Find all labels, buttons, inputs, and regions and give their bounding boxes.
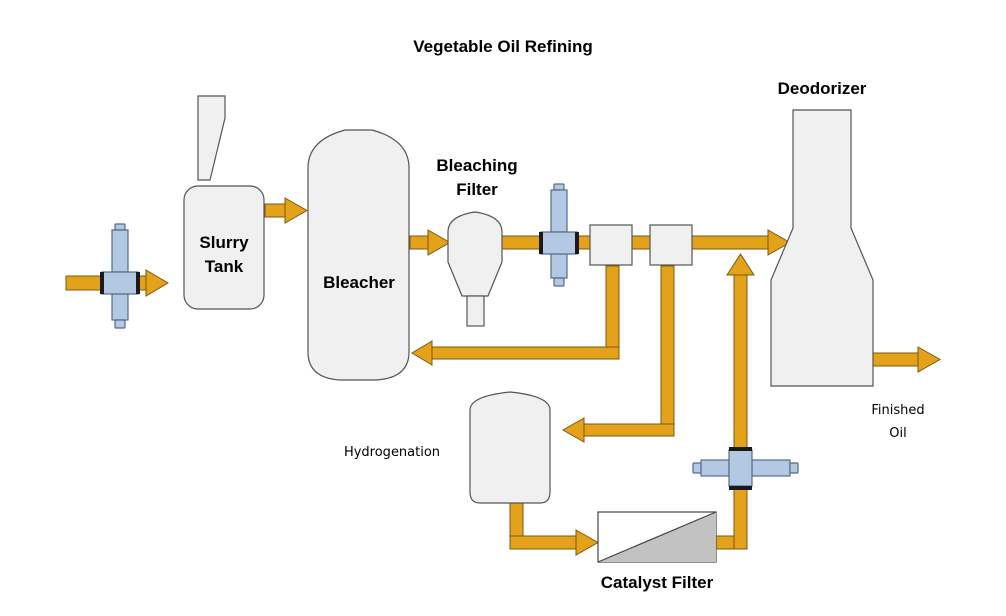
finished-oil-label-line1: Finished [871,403,924,418]
bleacher-to-filter-pipe [409,229,452,256]
hydrogenation-to-catalyst-pipe [509,502,600,556]
catalyst-return-valve [692,447,799,490]
catalyst-filter-label: Catalyst Filter [601,573,714,592]
bleaching-filter-label-line2: Filter [456,180,498,199]
bleaching-filter-label-line1: Bleaching [436,156,517,175]
slurry-tank [183,185,265,310]
slurry-tank-label-line2: Tank [205,257,244,276]
slurry-tank-label-line1: Slurry [199,233,249,252]
finished-oil-label-line2: Oil [889,426,906,441]
deodorizer [770,109,874,387]
bleaching-filter [447,211,503,297]
pipes [65,197,942,556]
hopper [197,95,226,181]
hydrogenation-label: Hydrogenation [344,445,440,460]
catalyst-filter [597,511,717,563]
filter-box-2 [649,224,693,266]
inlet-valve [100,223,140,329]
return-to-bleacher-pipe [411,265,620,366]
finished-oil-pipe [871,346,942,373]
bleacher [307,129,410,381]
catalyst-return-pipe [714,253,755,550]
hydrogenation-vessel [469,391,551,504]
main-line-valve [539,183,579,287]
filter-box-1 [589,224,633,266]
deodorizer-label: Deodorizer [778,79,867,98]
diagram-title: Vegetable Oil Refining [413,37,592,56]
bleaching-filter-outlet [466,295,485,327]
slurry-to-bleacher-pipe [264,197,309,224]
to-hydrogenation-pipe [561,265,675,443]
bleacher-label: Bleacher [323,273,395,292]
